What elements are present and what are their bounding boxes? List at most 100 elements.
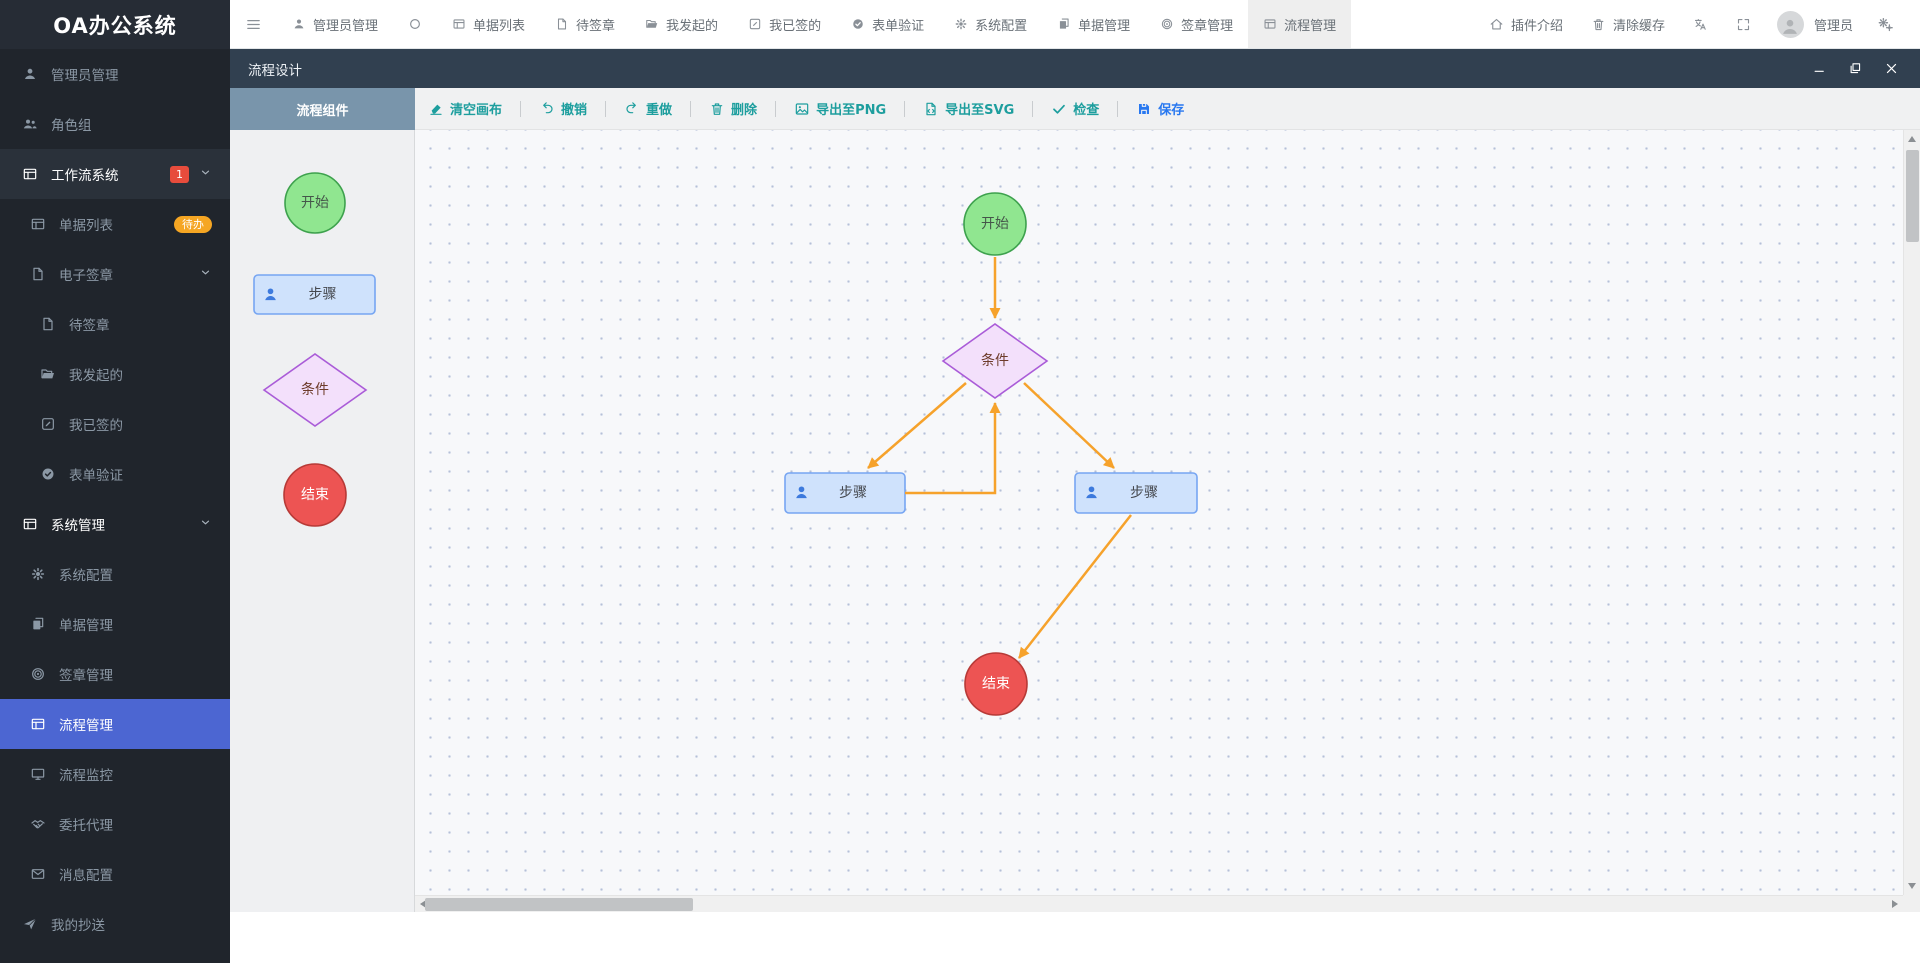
edge-step-node-left-to-condition-node[interactable] xyxy=(905,402,1001,495)
nav-tab-admin-management[interactable]: 管理员管理 xyxy=(277,0,393,48)
sidebar-item-label: 系统配置 xyxy=(59,568,113,584)
sidebar-item-label: 表单验证 xyxy=(69,468,123,484)
nav-action-clear-cache[interactable]: 清除缓存 xyxy=(1579,15,1677,34)
check-circle-icon xyxy=(40,466,56,482)
nav-action-plugin-intro[interactable]: 插件介绍 xyxy=(1477,15,1575,34)
sidebar-item-label: 我已签的 xyxy=(69,418,123,434)
nav-tab-my-initiated[interactable]: 我发起的 xyxy=(630,0,733,48)
export-png-button[interactable]: 导出至PNG xyxy=(790,99,890,118)
sidebar-item-document-list[interactable]: 单据列表待办 xyxy=(0,199,230,249)
redo-button[interactable]: 重做 xyxy=(620,99,676,118)
sidebar-item-my-initiated[interactable]: 我发起的 xyxy=(0,349,230,399)
nav-tab-my-signed[interactable]: 我已签的 xyxy=(733,0,836,48)
nav-tab-form-validation[interactable]: 表单验证 xyxy=(836,0,939,48)
language-icon xyxy=(1693,17,1708,32)
sidebar-item-process-monitor[interactable]: 流程监控 xyxy=(0,749,230,799)
nav-action-language[interactable] xyxy=(1681,17,1720,32)
edge-condition-node-to-step-node-left[interactable] xyxy=(867,382,967,469)
check-icon xyxy=(1051,101,1067,117)
nav-tab-label: 我发起的 xyxy=(666,18,719,34)
sidebar-item-my-signed[interactable]: 我已签的 xyxy=(0,399,230,449)
settings-button[interactable] xyxy=(1865,16,1906,33)
sidebar-item-system-config[interactable]: 系统配置 xyxy=(0,549,230,599)
palette-header: 流程组件 xyxy=(230,88,415,130)
nav-tab-document-list[interactable]: 单据列表 xyxy=(437,0,540,48)
sidebar-item-admin-management[interactable]: 管理员管理 xyxy=(0,49,230,99)
step-node-left[interactable]: 步骤 xyxy=(784,472,906,514)
clear-canvas-button[interactable]: 清空画布 xyxy=(424,99,506,118)
user-avatar[interactable] xyxy=(1776,10,1804,38)
sidebar-item-form-validation[interactable]: 表单验证 xyxy=(0,449,230,499)
file-icon xyxy=(555,17,569,31)
edge-step-node-right-to-end-node[interactable] xyxy=(1018,514,1132,659)
scroll-right-arrow[interactable] xyxy=(1892,900,1898,908)
nav-tab-label: 签章管理 xyxy=(1181,18,1234,34)
sidebar-item-document-management[interactable]: 单据管理 xyxy=(0,599,230,649)
vertical-scroll-thumb[interactable] xyxy=(1906,150,1919,242)
menu-toggle-button[interactable] xyxy=(230,0,277,48)
palette-start-node[interactable]: 开始 xyxy=(284,172,346,234)
scroll-down-arrow[interactable] xyxy=(1908,883,1916,889)
validate-button[interactable]: 检查 xyxy=(1047,99,1103,118)
users-icon xyxy=(22,116,38,132)
sidebar-item-role-group[interactable]: 角色组 xyxy=(0,99,230,149)
nav-action-fullscreen[interactable] xyxy=(1724,17,1763,32)
nav-tab-system-config[interactable]: 系统配置 xyxy=(939,0,1042,48)
condition-node-label: 条件 xyxy=(981,352,1009,369)
start-node[interactable]: 开始 xyxy=(963,192,1027,256)
table-icon xyxy=(30,216,46,232)
undo-button[interactable]: 撤销 xyxy=(535,99,591,118)
user-name[interactable]: 管理员 xyxy=(1813,18,1853,34)
horizontal-scroll-thumb[interactable] xyxy=(425,898,693,911)
sidebar-item-my-cc[interactable]: 我的抄送 xyxy=(0,899,230,949)
flow-canvas[interactable]: 开始条件步骤 步骤结束 xyxy=(415,130,1920,912)
sidebar-item-pending-sign[interactable]: 待签章 xyxy=(0,299,230,349)
sidebar-item-process-management[interactable]: 流程管理 xyxy=(0,699,230,749)
nav-tab-process-management[interactable]: 流程管理 xyxy=(1248,0,1352,48)
toolbar-separator xyxy=(1032,100,1034,117)
palette-end-node[interactable]: 结束 xyxy=(283,463,347,527)
menu-icon xyxy=(245,16,262,33)
end-node[interactable]: 结束 xyxy=(964,652,1028,716)
person-icon xyxy=(262,287,279,306)
sidebar-item-delegate-agent[interactable]: 委托代理 xyxy=(0,799,230,849)
close-button[interactable] xyxy=(1878,56,1904,82)
nav-tab-label: 流程管理 xyxy=(1284,18,1337,34)
palette-step-node[interactable]: 步骤 xyxy=(253,274,376,315)
step-node-right[interactable]: 步骤 xyxy=(1074,472,1198,514)
nav-tab-circle-tab[interactable] xyxy=(393,0,437,48)
window-titlebar[interactable]: 流程设计 xyxy=(230,49,1920,88)
nav-tab-seal-management[interactable]: 签章管理 xyxy=(1145,0,1248,48)
toolbar-button-label: 删除 xyxy=(731,103,758,118)
toolbar-separator xyxy=(605,100,607,117)
sidebar-item-message-config[interactable]: 消息配置 xyxy=(0,849,230,899)
start-node-label: 开始 xyxy=(981,216,1009,232)
sidebar-item-seal-management[interactable]: 签章管理 xyxy=(0,649,230,699)
restore-button[interactable] xyxy=(1842,56,1868,82)
table-icon xyxy=(22,166,38,182)
condition-node[interactable]: 条件 xyxy=(941,323,1049,399)
sidebar-item-label: 单据管理 xyxy=(59,618,113,634)
copy-icon xyxy=(30,616,46,632)
sidebar-badge-workflow-system: 1 xyxy=(170,165,189,183)
scroll-left-arrow[interactable] xyxy=(420,900,426,908)
edge-condition-node-to-step-node-right[interactable] xyxy=(1023,382,1115,469)
horizontal-scrollbar[interactable] xyxy=(415,895,1903,912)
export-svg-button[interactable]: 导出至SVG xyxy=(919,99,1018,118)
scroll-up-arrow[interactable] xyxy=(1908,136,1916,142)
nav-tab-label: 表单验证 xyxy=(872,18,925,34)
nav-tab-pending-sign[interactable]: 待签章 xyxy=(540,0,630,48)
vertical-scrollbar[interactable] xyxy=(1903,130,1920,895)
sidebar-item-system-management[interactable]: 系统管理 xyxy=(0,499,230,549)
file-icon xyxy=(40,316,56,332)
palette-condition-node[interactable]: 条件 xyxy=(262,353,368,427)
paper-plane-icon xyxy=(22,916,38,932)
nav-tab-document-management[interactable]: 单据管理 xyxy=(1042,0,1145,48)
delete-button[interactable]: 删除 xyxy=(705,99,761,118)
toolbar-separator xyxy=(690,100,692,117)
save-button[interactable]: 保存 xyxy=(1132,99,1188,118)
minimize-button[interactable] xyxy=(1806,56,1832,82)
sidebar-item-e-signature[interactable]: 电子签章 xyxy=(0,249,230,299)
